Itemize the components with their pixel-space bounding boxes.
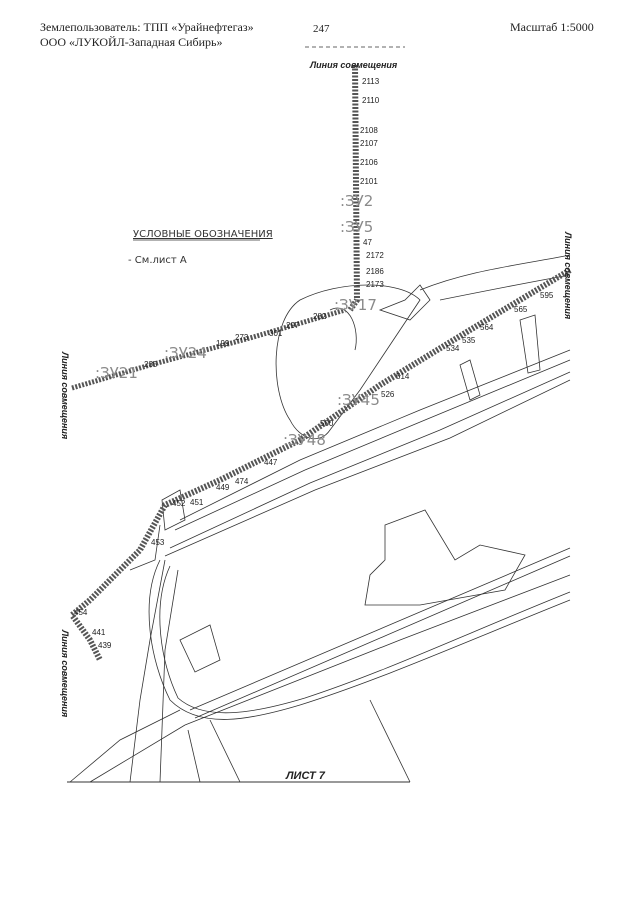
plot-label: :ЗУ24	[164, 344, 207, 362]
point-label: 534	[446, 344, 460, 353]
point-label: 2173	[366, 280, 384, 289]
scale-label: Масштаб 1:5000	[510, 20, 594, 34]
plot-label: :ЗУ17	[334, 296, 377, 314]
point-label: 454	[74, 608, 88, 617]
plot-label: :ЗУ5	[340, 218, 373, 236]
point-label: 453	[151, 538, 165, 547]
point-label: 449	[216, 483, 230, 492]
point-label: 439	[98, 641, 112, 650]
join-line-label-right: Линия совмещения	[563, 231, 573, 320]
point-labels: 2113 2110 2108 2107 2106 2101 47 2172 21…	[74, 77, 554, 650]
point-label: 595	[540, 291, 554, 300]
point-label: 273	[235, 333, 249, 342]
join-line-label-left-upper: Линия совмещения	[60, 351, 70, 440]
point-label: 514	[396, 372, 410, 381]
point-label: 282	[313, 312, 327, 321]
point-label: 47	[363, 238, 372, 247]
point-label: 2172	[366, 251, 384, 260]
point-label: 441	[92, 628, 106, 637]
point-label: 199	[216, 339, 230, 348]
legend-item: - См.лист А	[128, 255, 187, 266]
point-label: 535	[462, 336, 476, 345]
point-label: 2108	[360, 126, 378, 135]
point-label: 2186	[366, 267, 384, 276]
plot-label: :ЗУ45	[337, 391, 380, 409]
point-label: 301	[269, 329, 283, 338]
point-label: 447	[264, 458, 278, 467]
point-label: 235	[144, 360, 158, 369]
land-user-line-2: ООО «ЛУКОЙЛ-Западная Сибирь»	[40, 35, 223, 49]
road-lines	[69, 254, 571, 783]
join-line-label-top: Линия совмещения	[309, 60, 398, 70]
page-number: 247	[313, 23, 330, 35]
point-label: 500	[320, 419, 334, 428]
point-label: 2107	[360, 139, 378, 148]
point-label: 2113	[362, 77, 380, 86]
land-user-line-1: Землепользователь: ТПП «Урайнефтегаз»	[40, 20, 254, 34]
plot-label: :ЗУ48	[283, 431, 326, 449]
join-line-label-left-lower: Линия совмещения	[60, 629, 70, 718]
point-label: 2101	[360, 177, 378, 186]
point-label: 565	[514, 305, 528, 314]
plot-labels: :ЗУ2 :ЗУ5 :ЗУ17 :ЗУ24 :ЗУ21 :ЗУ45 :ЗУ48	[95, 192, 380, 449]
point-label: 564	[480, 323, 494, 332]
point-label: 2110	[362, 96, 380, 105]
point-label: 297	[286, 321, 300, 330]
plot-label: :ЗУ21	[95, 364, 138, 382]
pipeline-route	[67, 64, 572, 662]
point-label: 451	[190, 498, 204, 507]
point-label: 452	[172, 499, 186, 508]
plot-label: :ЗУ2	[340, 192, 373, 210]
sheet-label: ЛИСТ 7	[285, 770, 326, 782]
point-label: 526	[381, 390, 395, 399]
point-label: 2106	[360, 158, 378, 167]
point-label: 474	[235, 477, 249, 486]
legend-title: УСЛОВНЫЕ ОБОЗНАЧЕНИЯ	[133, 229, 273, 240]
